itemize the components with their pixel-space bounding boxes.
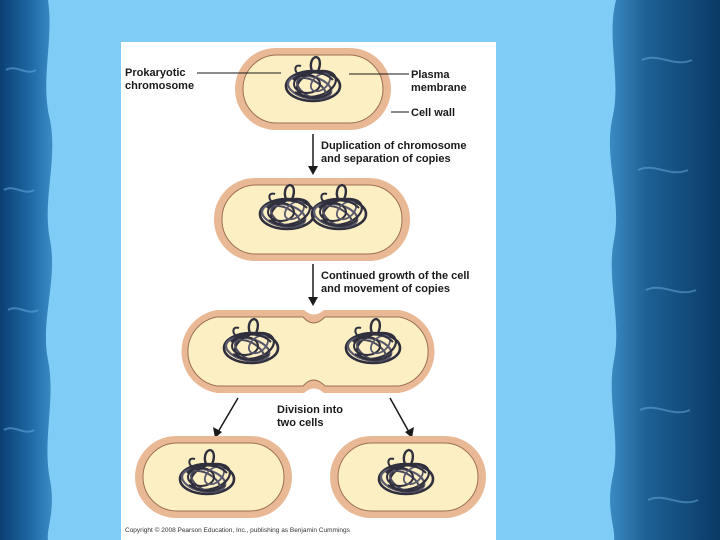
cytoplasm-4b [337,442,479,512]
label-line: and movement of copies [321,282,450,295]
label-step-division: Division into two cells [277,404,343,429]
label-prokaryotic-chromosome: Prokaryotic chromosome [125,67,194,92]
copyright-notice: Copyright © 2008 Pearson Education, Inc.… [125,527,350,534]
label-line: Plasma [411,69,450,81]
cytoplasm-1 [242,54,384,124]
left-decorative-border [0,0,60,540]
label-line: Division into [277,404,343,416]
label-step-growth: Continued growth of the cell and movemen… [321,270,470,295]
label-line: Continued growth of the cell [321,270,470,282]
right-decorative-border [602,0,720,540]
label-line: Cell wall [411,107,456,119]
binary-fission-figure: Prokaryotic chromosome Plasma membrane C… [121,42,496,540]
label-step-duplication: Duplication of chromosome and separation… [321,140,466,165]
label-line: and separation of copies [321,152,451,165]
label-line: Duplication of chromosome [321,140,467,152]
label-plasma-membrane: Plasma membrane [411,69,467,94]
label-line: Prokaryotic [125,67,186,79]
label-line: two cells [277,416,324,429]
label-line: chromosome [125,79,195,92]
label-line: membrane [411,81,467,94]
label-cell-wall: Cell wall [411,107,455,120]
